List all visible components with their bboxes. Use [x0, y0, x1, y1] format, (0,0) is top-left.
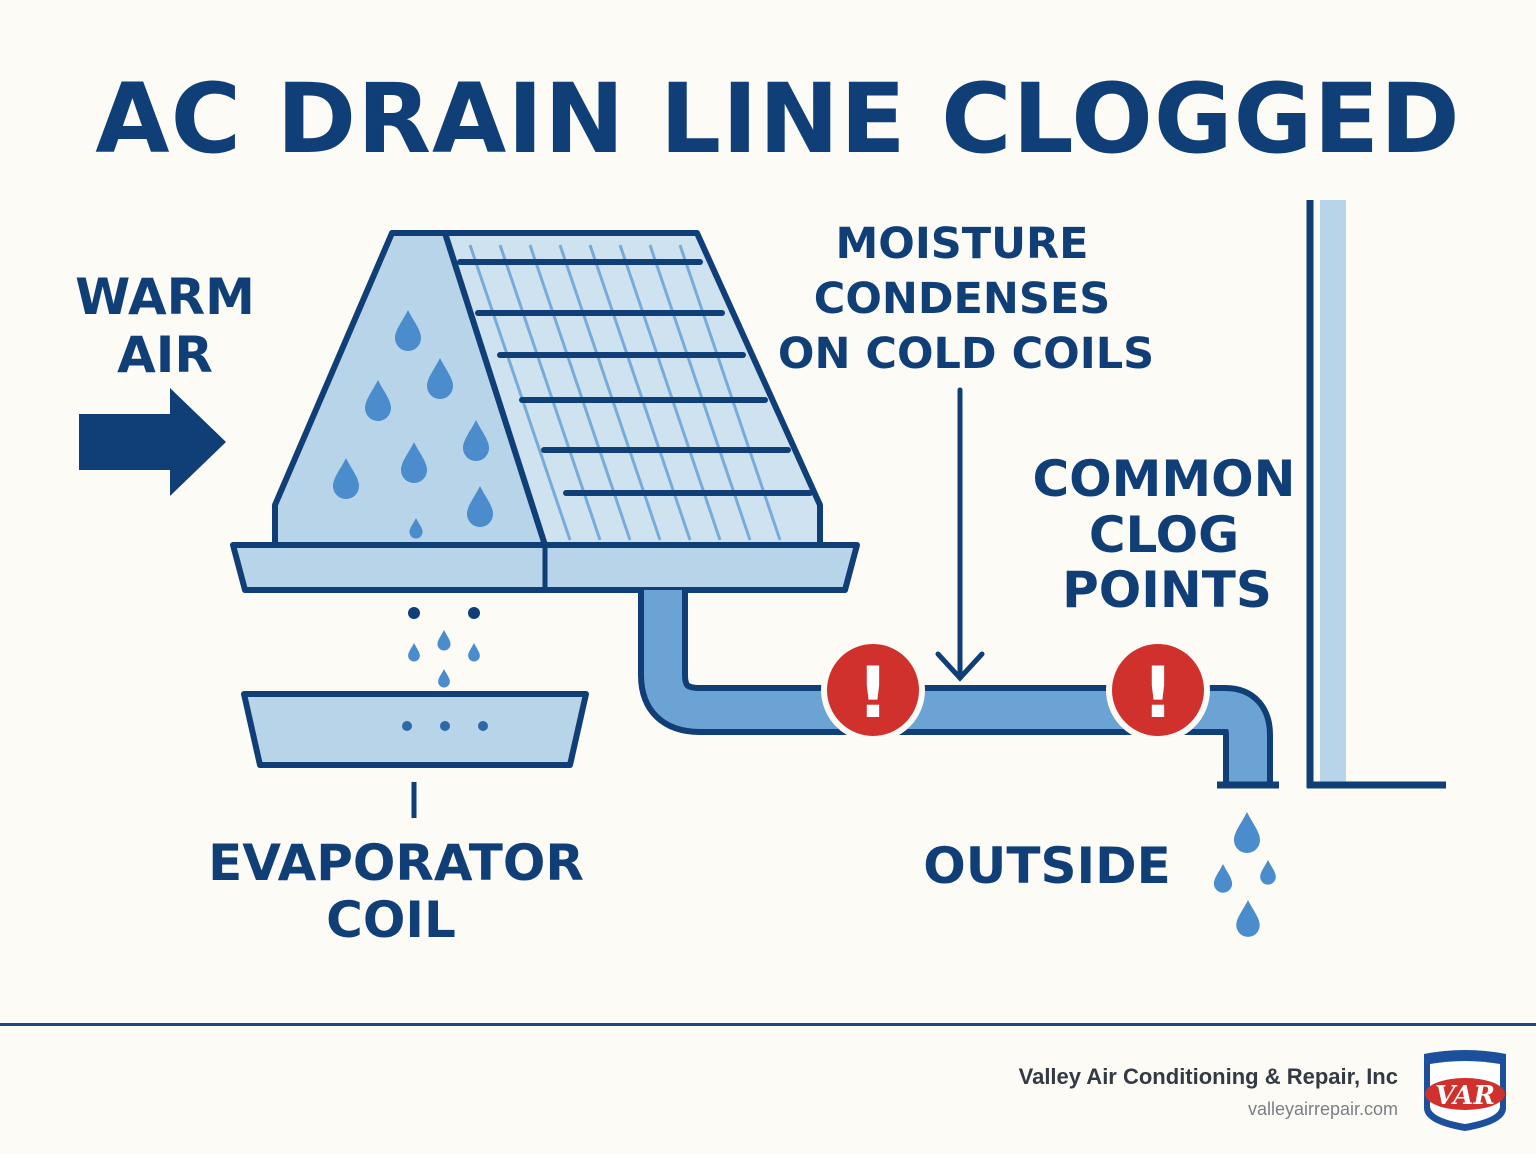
company-logo: VAR — [1424, 1050, 1506, 1131]
svg-text:!: ! — [1142, 652, 1174, 734]
company-url[interactable]: valleyairrepair.com — [1247, 1099, 1398, 1119]
moisture-label-line3: ON COLD COILS — [778, 329, 1154, 379]
company-name: Valley Air Conditioning & Repair, Inc — [1018, 1064, 1398, 1089]
clog-points-label-line2: CLOG — [1089, 506, 1239, 564]
exterior-wall — [1306, 200, 1446, 789]
outside-label: OUTSIDE — [923, 837, 1171, 895]
clog-points-label-line1: COMMON — [1032, 450, 1295, 508]
evaporator-label-line2: COIL — [326, 891, 456, 949]
evaporator-coil — [230, 230, 860, 593]
drain-pan — [241, 691, 589, 818]
arrow-right-icon — [79, 388, 226, 496]
warm-air-label-line2: AIR — [117, 326, 213, 384]
drain-pipe — [638, 590, 1279, 789]
clog-points-label-line3: POINTS — [1062, 561, 1272, 619]
footer-divider — [0, 1023, 1536, 1026]
falling-drips — [408, 607, 480, 688]
evaporator-label-line1: EVAPORATOR — [208, 834, 584, 892]
svg-text:!: ! — [857, 652, 889, 734]
down-arrow-icon — [935, 387, 985, 682]
page-title: AC DRAIN LINE CLOGGED — [95, 63, 1460, 175]
water-drop-icon — [1213, 812, 1276, 937]
logo-text: VAR — [1435, 1081, 1495, 1111]
alert-icon: ! — [1106, 638, 1210, 742]
moisture-label-line2: CONDENSES — [814, 274, 1110, 324]
warm-air-label-line1: WARM — [75, 268, 255, 326]
moisture-label-line1: MOISTURE — [835, 219, 1088, 269]
alert-icon: ! — [821, 638, 925, 742]
